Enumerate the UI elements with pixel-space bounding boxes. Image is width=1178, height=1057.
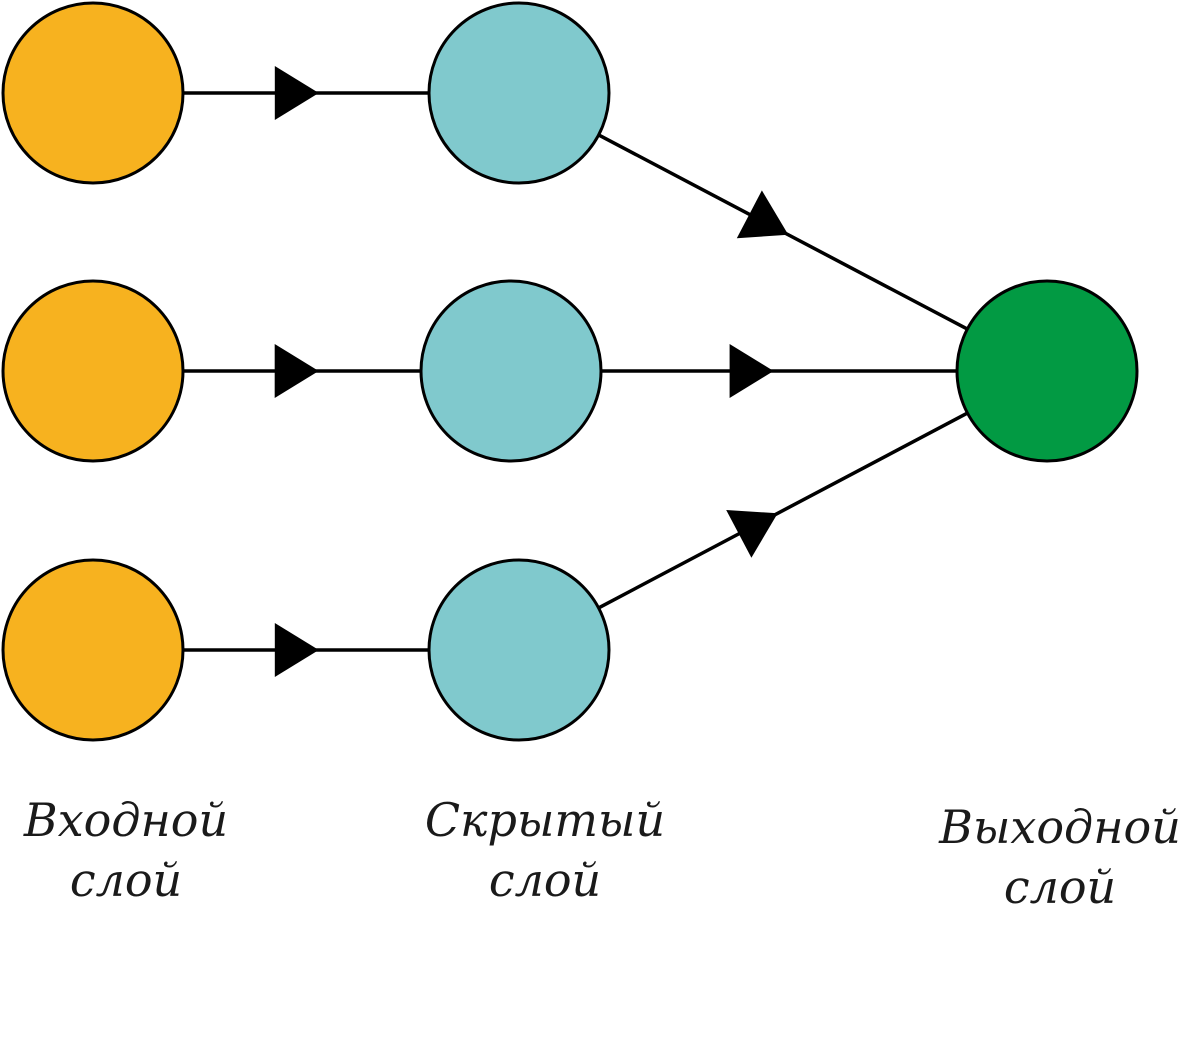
connections (183, 66, 969, 677)
input-layer-label: Входной слой (0, 790, 256, 910)
arrow-head-icon (274, 66, 319, 120)
arrow-head-icon (729, 344, 774, 398)
input-layer-label-line1: Входной (23, 793, 229, 847)
input-node-1 (1, 1, 185, 185)
output-node (955, 279, 1139, 463)
input-node-2 (1, 279, 185, 463)
input-layer-label-line2: слой (69, 853, 183, 907)
hidden-node-2 (419, 279, 603, 463)
hidden-layer-label-line1: Скрытый (424, 793, 666, 847)
arrow-head-icon (274, 344, 319, 398)
output-layer-label-line2: слой (1003, 860, 1117, 914)
hidden-layer-label-line2: слой (488, 853, 602, 907)
arrow-head-icon (736, 190, 789, 239)
output-layer-label: Выходной слой (930, 797, 1178, 917)
connection-line-6 (597, 411, 969, 610)
hidden-node-1 (427, 1, 611, 185)
arrow-head-icon (726, 510, 778, 558)
arrow-head-icon (274, 623, 319, 677)
hidden-layer-label: Скрытый слой (415, 790, 675, 910)
hidden-node-3 (427, 558, 611, 742)
output-layer-label-line1: Выходной (939, 800, 1178, 854)
input-node-3 (1, 558, 185, 742)
neurons (1, 1, 1139, 742)
